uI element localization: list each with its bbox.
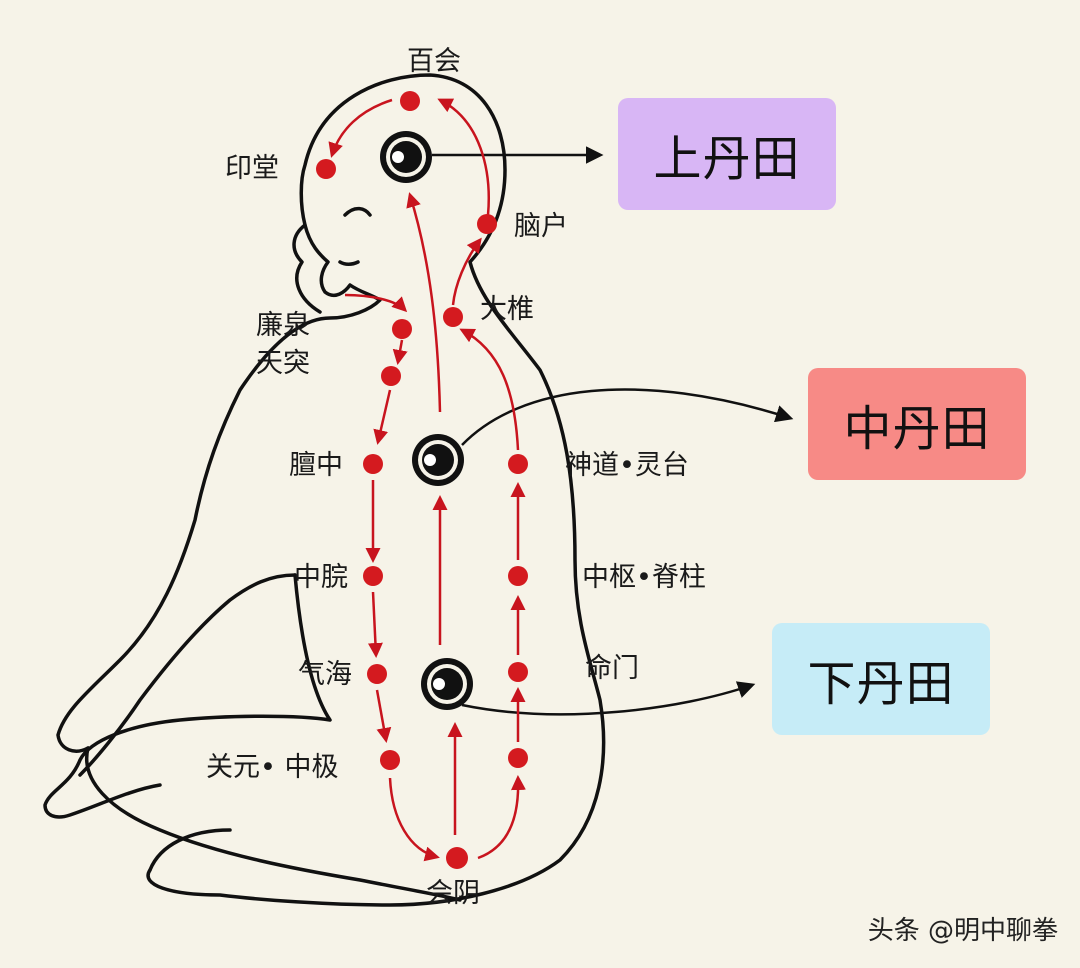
point-qihai (367, 664, 387, 684)
back-6 (451, 237, 482, 306)
face-outline (56, 223, 382, 753)
acupoints (316, 91, 528, 869)
mouth-outline (338, 260, 360, 266)
point-baihui (400, 91, 420, 111)
lower-connector (461, 681, 756, 716)
front-2 (392, 339, 408, 365)
foot-outline (148, 828, 232, 872)
point-zhongwan (363, 566, 383, 586)
back-8 (328, 98, 393, 158)
label-mingmen: 命门 (585, 653, 639, 684)
label-zhongwan: 中脘 (294, 562, 348, 593)
front-1 (344, 293, 408, 313)
point-lianquan (392, 319, 412, 339)
point-dazhui (443, 307, 463, 327)
label-yintang: 印堂 (225, 153, 279, 184)
label-baihui: 百会 (407, 46, 461, 77)
label-naohu: 脑户 (514, 211, 568, 242)
front-3 (373, 389, 392, 445)
central-upper (406, 192, 442, 413)
label-huiyin: 会阴 (426, 878, 480, 909)
back-1 (477, 775, 526, 860)
dantian-connectors (432, 146, 794, 716)
arm-outline (78, 573, 297, 777)
upper-dantian-circle (380, 131, 432, 183)
upper-dantian-box: 上丹田 (618, 98, 836, 210)
meridian-paths (328, 98, 526, 862)
back-7 (437, 98, 490, 216)
middle-dantian-box: 中丹田 (808, 368, 1026, 480)
front-7 (388, 777, 440, 862)
lower-dantian-box: 下丹田 (772, 623, 990, 735)
point-huiyin (446, 847, 468, 869)
eye-outline (343, 206, 372, 217)
head-back-outline (146, 73, 606, 907)
label-tanzhong: 膻中 (289, 450, 343, 481)
dantian-centers (380, 131, 473, 710)
point-naohu (477, 214, 497, 234)
point-zhongshu (508, 566, 528, 586)
point-shendao (508, 454, 528, 474)
point-guanyuan (380, 750, 400, 770)
leg-outline (85, 746, 462, 902)
front-5 (367, 591, 383, 658)
body-outline (43, 73, 606, 907)
label-qihai: 气海 (298, 659, 352, 690)
label-guanyuan: 关元• 中极 (206, 752, 339, 783)
label-zhongshu: 中枢•脊柱 (582, 562, 706, 593)
middle-dantian-circle (412, 434, 464, 486)
lower-dantian-circle (421, 658, 473, 710)
point-tanzhong (363, 454, 383, 474)
label-lianquan: 廉泉 (256, 310, 310, 341)
back-5 (459, 328, 520, 451)
label-shendao: 神道•灵台 (565, 450, 689, 481)
point-tiantu (381, 366, 401, 386)
label-tiantu: 天突 (256, 348, 310, 379)
point-mingmen (508, 662, 528, 682)
point-back-low (508, 748, 528, 768)
forearm-outline (43, 573, 332, 819)
label-dazhui: 大椎 (480, 294, 534, 325)
point-yintang (316, 159, 336, 179)
front-6 (375, 689, 392, 743)
middle-connector (461, 388, 794, 446)
watermark: 头条 @明中聊拳 (867, 916, 1058, 946)
